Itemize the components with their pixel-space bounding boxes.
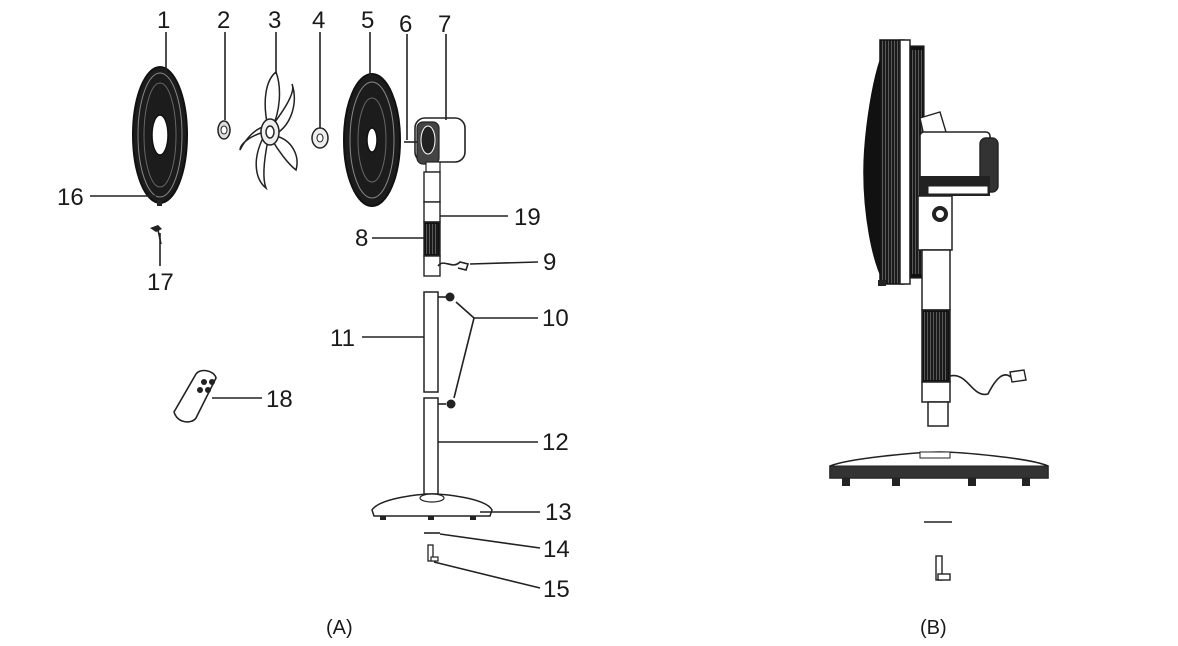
part-label-11: 11 [330, 325, 355, 352]
assembled-pole [921, 249, 1027, 427]
tube-knob-upper [438, 292, 455, 302]
part-label-10: 10 [542, 305, 569, 332]
motor-housing [404, 117, 466, 173]
remote-control [173, 369, 217, 423]
blade-nut [311, 127, 329, 149]
base [371, 493, 493, 520]
figure-a: 1 2 3 4 5 6 7 8 9 10 11 12 13 14 15 16 1… [57, 7, 572, 639]
part-label-4: 4 [312, 7, 325, 34]
lower-tube [423, 397, 439, 495]
part-label-9: 9 [543, 249, 556, 276]
part-label-12: 12 [542, 429, 569, 456]
assembled-base [829, 451, 1049, 486]
part-label-6: 6 [399, 11, 412, 38]
part-label-1: 1 [157, 7, 170, 34]
part-label-8: 8 [355, 225, 368, 252]
part-label-7: 7 [438, 11, 451, 38]
part-label-18: 18 [266, 386, 293, 413]
figure-a-caption: (A) [326, 617, 353, 639]
assembled-motor [919, 111, 999, 196]
tube-knob-lower [438, 399, 456, 409]
assembled-grill [863, 39, 925, 286]
part-label-14: 14 [543, 536, 570, 563]
leader-lines [90, 32, 541, 589]
part-label-2: 2 [217, 7, 230, 34]
part-label-13: 13 [545, 499, 572, 526]
part-label-15: 15 [543, 576, 570, 603]
front-grill [132, 66, 188, 206]
assembled-bolt [935, 555, 951, 581]
upper-tube [423, 171, 470, 277]
part-label-5: 5 [361, 7, 374, 34]
figure-b: (B) [829, 39, 1049, 639]
fan-blade [239, 70, 298, 191]
figure-b-caption: (B) [920, 617, 947, 639]
part-label-17: 17 [147, 269, 174, 296]
base-bolt [427, 544, 439, 562]
rear-grill [343, 73, 401, 207]
assembled-joint [917, 195, 953, 251]
part-label-3: 3 [268, 7, 281, 34]
part-label-16: 16 [57, 184, 84, 211]
part-label-19: 19 [514, 204, 541, 231]
spinner-cap [217, 120, 231, 140]
middle-tube [423, 291, 439, 393]
